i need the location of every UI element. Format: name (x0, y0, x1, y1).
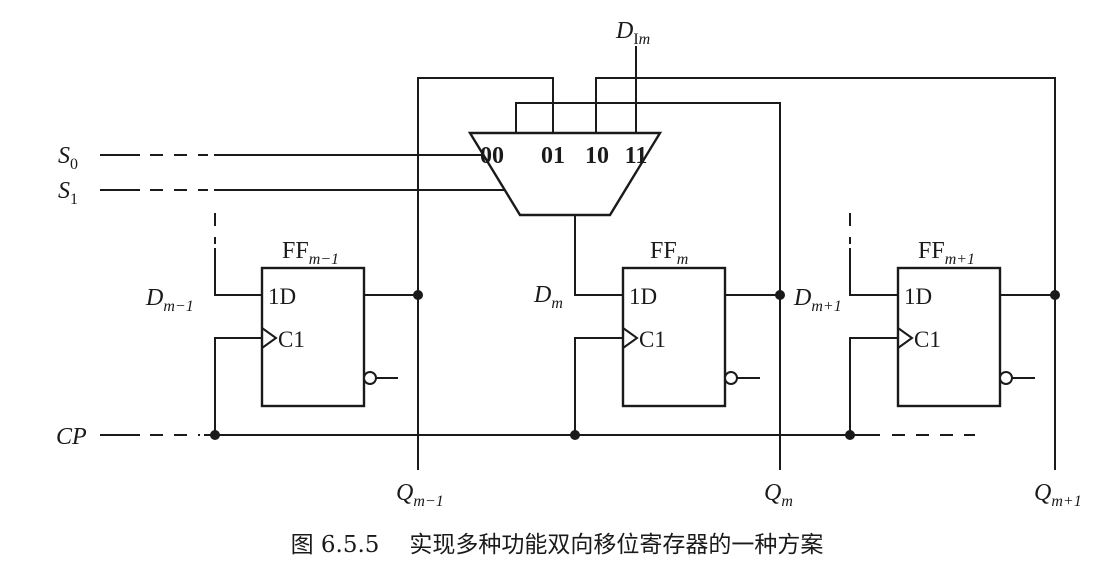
mux-input-label-10: 10 (585, 143, 609, 169)
ff-m-title: FFm (650, 238, 688, 268)
ff-m-plus-1-d-label: Dm+1 (793, 285, 842, 315)
figure-caption: 图 6.5.5 实现多种功能双向移位寄存器的一种方案 (291, 532, 824, 558)
ff-m-minus-1-title-sub: m−1 (309, 251, 339, 268)
parallel-input-sub-upright: I (633, 31, 638, 48)
mux-input-label-00: 00 (480, 143, 504, 169)
clock-label: CP (56, 424, 87, 450)
ff-m-q-label-sub: m (781, 493, 793, 510)
flip-flop-m-plus-1: FFm+1 1D C1 Dm+1 Qm+1 (793, 213, 1082, 510)
ff-m-clock-line (574, 337, 623, 435)
wire-q-m-minus-1-to-mux-01 (417, 77, 554, 470)
ff-m-plus-1-q-label-main: Q (1034, 480, 1051, 506)
ff-m-minus-1-q-label-sub: m−1 (413, 493, 443, 510)
ff-m-d-label-sub: m (551, 295, 563, 312)
select-s0-main: S (58, 143, 70, 169)
select-s0-label: S0 (58, 143, 78, 173)
ff-m-inverted-output-bubble (724, 371, 738, 385)
ff-m-plus-1-d-pin: 1D (904, 284, 932, 309)
multiplexer (467, 131, 663, 217)
figure-number: 图 6.5.5 (291, 532, 380, 558)
mux-input-label-11: 11 (625, 143, 648, 169)
mux-input-label-01: 01 (541, 143, 565, 169)
wire-q-m-plus-1-to-mux-10 (595, 77, 1056, 470)
ff-m-q-label: Qm (764, 480, 793, 510)
ff-m-minus-1-d-input-line (214, 248, 262, 296)
ff-m-minus-1-q-label: Qm−1 (396, 480, 444, 510)
ff-m-d-label: Dm (533, 282, 563, 312)
figure-title: 实现多种功能双向移位寄存器的一种方案 (409, 532, 823, 558)
ff-m-plus-1-title: FFm+1 (918, 238, 975, 268)
select-s1-sub: 1 (70, 191, 78, 208)
parallel-input-sub-italic: m (639, 31, 651, 48)
ff-m-plus-1-clock-triangle (897, 327, 914, 349)
select-s1-main: S (58, 178, 70, 204)
ff-m-minus-1-d-label-sub: m−1 (163, 298, 193, 315)
ff-m-plus-1-clock-line (849, 337, 898, 435)
ff-m-minus-1-title-main: FF (282, 238, 309, 264)
ff-m-plus-1-q-junction (1050, 290, 1060, 300)
ff-m-q-junction (775, 290, 785, 300)
clock-junction-ff-m-plus-1 (845, 430, 855, 440)
ff-m-minus-1-box (260, 266, 366, 408)
ff-m-plus-1-inverted-output-bubble (999, 371, 1013, 385)
ff-m-minus-1-q-junction (413, 290, 423, 300)
ff-m-minus-1-d-pin: 1D (268, 284, 296, 309)
ff-m-plus-1-q-label-sub: m+1 (1051, 493, 1081, 510)
ff-m-plus-1-d-label-sub: m+1 (811, 298, 841, 315)
parallel-input-main: D (615, 18, 633, 44)
ff-m-plus-1-title-sub: m+1 (945, 251, 975, 268)
ff-m-minus-1-clock-line (214, 337, 262, 435)
flip-flop-m-minus-1: FFm−1 1D C1 Dm−1 Qm−1 (145, 213, 444, 510)
parallel-input-label: DIm (615, 18, 650, 48)
wire-mux-output-to-ff-m (574, 215, 623, 296)
ff-m-minus-1-title: FFm−1 (282, 238, 339, 268)
ff-m-plus-1-title-main: FF (918, 238, 945, 264)
ff-m-clk-pin: C1 (639, 327, 666, 352)
wire-q-m-to-mux-00 (515, 102, 781, 470)
ff-m-minus-1-inverted-output-bubble (363, 371, 377, 385)
ff-m-title-sub: m (677, 251, 689, 268)
ff-m-minus-1-d-label-main: D (145, 285, 163, 311)
ff-m-minus-1-d-label: Dm−1 (145, 285, 194, 315)
ff-m-q-label-main: Q (764, 480, 781, 506)
ff-m-box (621, 266, 727, 408)
clock-junction-ff-m-minus-1 (210, 430, 220, 440)
ff-m-title-main: FF (650, 238, 677, 264)
select-s0-sub: 0 (70, 156, 78, 173)
ff-m-plus-1-d-label-main: D (793, 285, 811, 311)
ff-m-d-label-main: D (533, 282, 551, 308)
flip-flop-m: FFm 1D C1 Dm Qm (533, 238, 793, 510)
ff-m-minus-1-clock-triangle (261, 327, 278, 349)
ff-m-plus-1-clk-pin: C1 (914, 327, 941, 352)
ff-m-clock-triangle (622, 327, 639, 349)
ff-m-plus-1-d-input-line (849, 248, 898, 296)
ff-m-d-pin: 1D (629, 284, 657, 309)
clock-junction-ff-m (570, 430, 580, 440)
select-s1-label: S1 (58, 178, 78, 208)
ff-m-plus-1-box (896, 266, 1002, 408)
ff-m-minus-1-q-label-main: Q (396, 480, 413, 506)
ff-m-minus-1-clk-pin: C1 (278, 327, 305, 352)
ff-m-plus-1-q-label: Qm+1 (1034, 480, 1082, 510)
